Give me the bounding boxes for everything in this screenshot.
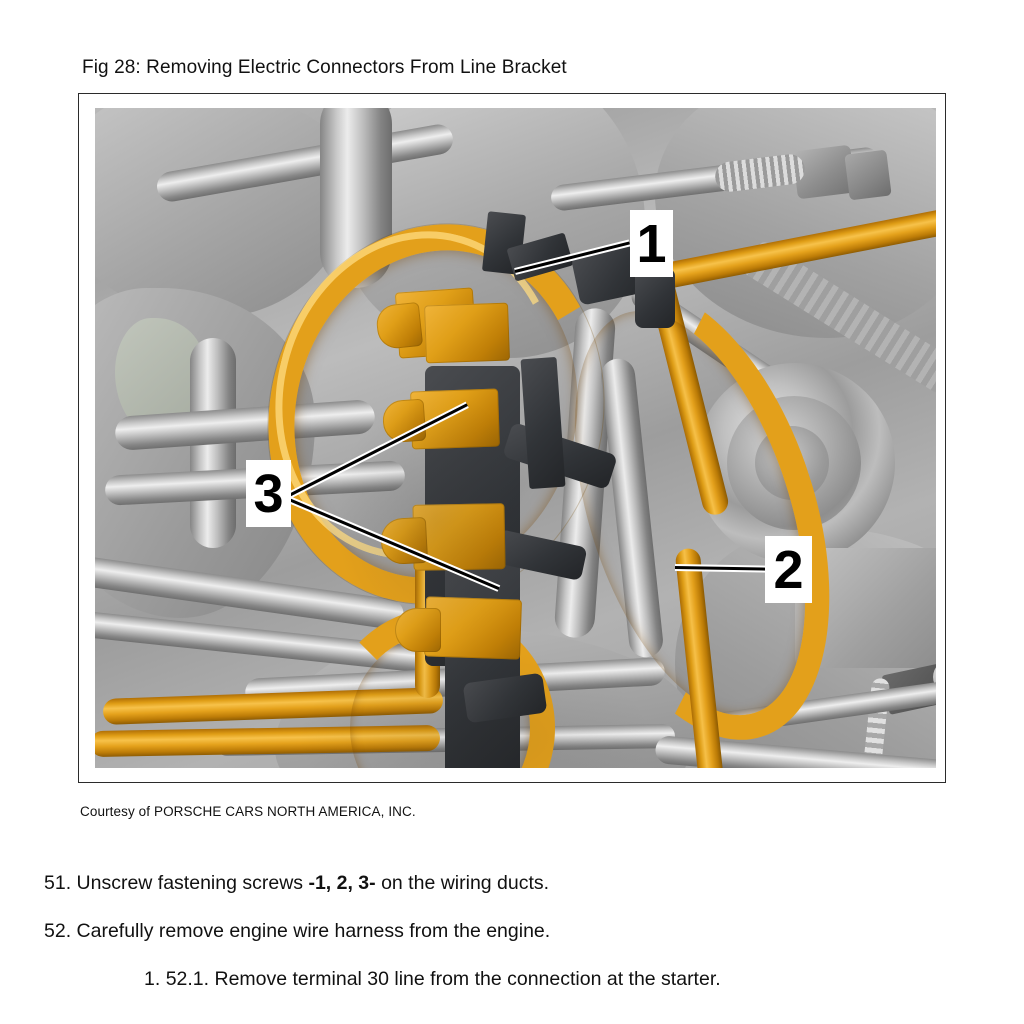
callout-3[interactable]: 3 (246, 460, 291, 527)
connector-bottom-nose (395, 608, 441, 652)
substep-marker: 1. (144, 968, 161, 990)
callout-2[interactable]: 2 (765, 536, 812, 603)
step-52-number: 52. (44, 920, 72, 942)
ball-fitting-right (933, 660, 936, 694)
substep-52-1: 1. 52.1. Remove terminal 30 line from th… (144, 966, 984, 992)
step-51: 51. Unscrew fastening screws -1, 2, 3- o… (44, 870, 984, 896)
step-52: 52. Carefully remove engine wire harness… (44, 918, 984, 944)
hose-end-cap (844, 149, 892, 201)
figure-illustration: 1 2 3 (95, 108, 936, 768)
step-51-text-after: on the wiring ducts. (375, 872, 550, 894)
step-52-text: Carefully remove engine wire harness fro… (76, 920, 551, 942)
connector-upper-body (424, 302, 510, 364)
pulley-hub (755, 426, 829, 500)
line-bracket-clip-top2 (635, 268, 675, 328)
procedure-steps: 51. Unscrew fastening screws -1, 2, 3- o… (44, 870, 984, 992)
substep-number: 52.1. (165, 968, 210, 990)
step-51-number: 51. (44, 872, 72, 894)
figure-title: Fig 28: Removing Electric Connectors Fro… (82, 57, 567, 78)
step-51-emphasis: -1, 2, 3- (308, 872, 376, 894)
callout-1[interactable]: 1 (630, 210, 673, 277)
illustration-shadow-bottom (295, 648, 655, 768)
bracket-plate-right (795, 548, 936, 668)
intake-pipe-center (320, 108, 392, 288)
engine-bay-illustration: 1 2 3 (95, 108, 936, 768)
step-51-text-before: Unscrew fastening screws (76, 872, 309, 894)
figure-caption: Courtesy of PORSCHE CARS NORTH AMERICA, … (80, 804, 416, 819)
figure-frame: 1 2 3 (78, 93, 946, 783)
substep-text: Remove terminal 30 line from the connect… (214, 968, 721, 990)
illustration-shadow-left (335, 388, 535, 648)
